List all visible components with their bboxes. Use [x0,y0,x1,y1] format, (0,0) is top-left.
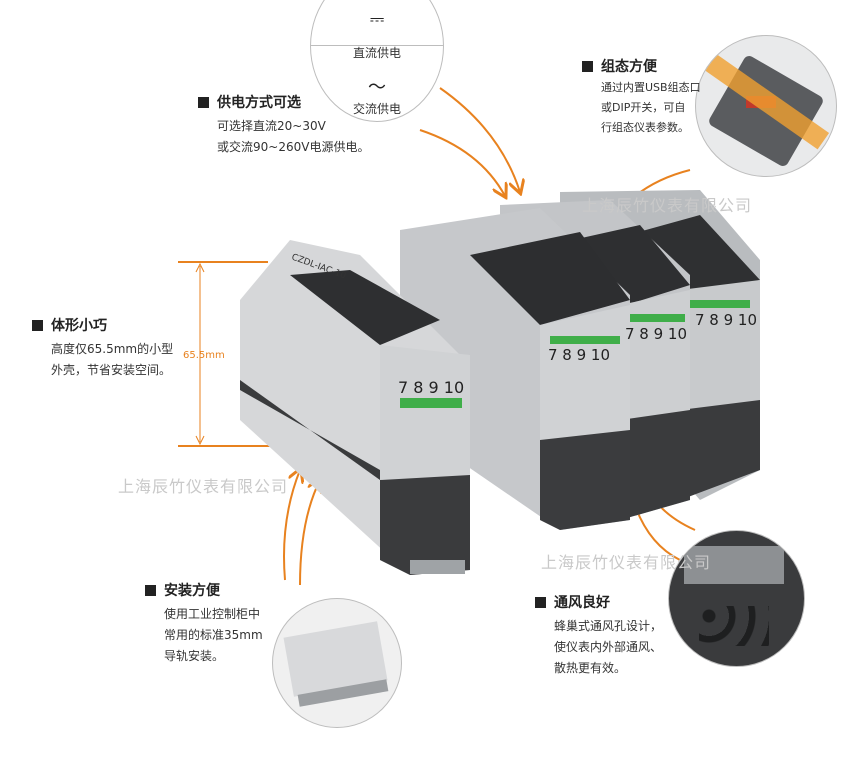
vent-holes-top [684,546,784,584]
bullet-square-icon [582,60,593,72]
terminal-numbers-3: 7 8 9 10 [625,325,688,343]
feature-config-line-2: 或DIP开关，可自 [601,101,686,114]
dc-label: 直流供电 [352,46,401,60]
install-arrow-1 [283,470,300,581]
feature-vent-line-3: 散热更有效。 [554,661,627,675]
ac-symbol-icon: ～ [368,77,386,98]
power-supply-circle: ⎓ 直流供电 ～ 交流供电 [310,0,444,122]
feature-config-line-1: 通过内置USB组态口 [601,81,701,94]
config-closeup-circle [695,35,837,177]
power-arrow-1 [439,87,520,192]
power-arrow-2 [419,129,505,196]
watermark-1: 上海辰竹仪表有限公司 [582,196,753,215]
ac-label: 交流供电 [352,102,401,116]
feature-size: 体形小巧 高度仅65.5mm的小型 外壳，节省安装空间。 [32,315,173,381]
feature-size-line-1: 高度仅65.5mm的小型 [51,342,174,356]
feature-power-line-2: 或交流90~260V电源供电。 [217,140,370,154]
bullet-square-icon [145,584,156,596]
watermark-3: 上海辰竹仪表有限公司 [541,553,712,572]
module-1 [240,240,470,575]
feature-install-line-1: 使用工业控制柜中 [164,607,261,621]
install-closeup-circle [272,598,402,728]
dimension-label: 65.5mm [183,350,225,361]
dc-symbol-icon: ⎓ [369,9,385,30]
feature-power-title: 供电方式可选 [217,95,301,111]
feature-config: 组态方便 通过内置USB组态口 或DIP开关，可自 行组态仪表参数。 [582,56,701,138]
terminal-numbers-1: 7 8 9 10 [398,378,465,397]
feature-power-line-1: 可选择直流20~30V [217,119,326,133]
feature-vent-title: 通风良好 [554,595,610,611]
bullet-square-icon [32,319,43,331]
vent-holes-icon [699,606,769,646]
feature-install-line-2: 常用的标准35mm [164,628,263,642]
feature-install-line-3: 导轨安装。 [164,649,225,663]
feature-vent-line-1: 蜂巢式通风孔设计， [554,619,663,633]
watermark-2: 上海辰竹仪表有限公司 [118,477,289,496]
feature-vent: 通风良好 蜂巢式通风孔设计， 使仪表内外部通风、 散热更有效。 [535,592,662,679]
feature-size-line-2: 外壳，节省安装空间。 [51,363,172,377]
vent-closeup-circle [668,530,805,667]
terminal-numbers-2: 7 8 9 10 [548,346,611,364]
feature-config-line-3: 行组态仪表参数。 [601,121,689,134]
feature-size-title: 体形小巧 [51,318,107,334]
feature-config-title: 组态方便 [601,59,657,75]
bullet-square-icon [535,596,546,608]
feature-install-title: 安装方便 [164,583,220,599]
feature-vent-line-2: 使仪表内外部通风、 [554,640,663,654]
terminal-numbers-4: 7 8 9 10 [695,311,758,329]
feature-power: 供电方式可选 可选择直流20~30V 或交流90~260V电源供电。 [198,92,369,158]
bullet-square-icon [198,96,209,108]
feature-install: 安装方便 使用工业控制柜中 常用的标准35mm 导轨安装。 [145,580,263,667]
circle-divider [311,45,443,46]
